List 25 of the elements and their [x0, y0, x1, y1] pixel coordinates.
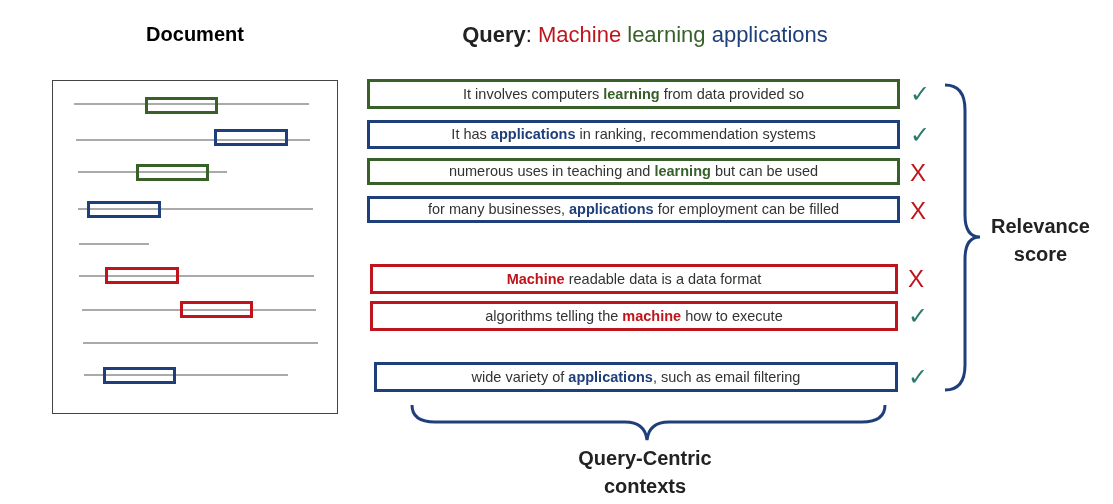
check-mark: ✓: [908, 365, 928, 389]
relevance-label: Relevance score: [990, 214, 1091, 267]
check-mark: ✓: [908, 304, 928, 328]
keyword-highlight: [105, 267, 179, 284]
contexts-label: Query-Centric contexts: [577, 446, 713, 499]
query-title: Query: Machine learning applications: [461, 22, 829, 48]
keyword-highlight: [145, 97, 218, 114]
document-heading: Document: [145, 23, 245, 46]
keyword-highlight: [180, 301, 253, 318]
cross-mark: X: [910, 161, 926, 185]
context-passage: for many businesses, applications for employment can be filled: [367, 196, 900, 223]
context-passage: algorithms telling the machine how to execute: [370, 301, 898, 331]
keyword-highlight: [136, 164, 209, 181]
cross-mark: X: [908, 267, 924, 291]
cross-mark: X: [910, 199, 926, 223]
keyword-highlight: [87, 201, 161, 218]
context-passage: It involves computers learning from data provided so: [367, 79, 900, 109]
context-passage: Machine readable data is a data format: [370, 264, 898, 294]
context-passage: numerous uses in teaching and learning but can be used: [367, 158, 900, 185]
context-passage: wide variety of applications, such as email filtering: [374, 362, 898, 392]
context-passage: It has applications in ranking, recommendation systems: [367, 120, 900, 149]
keyword-highlight: [103, 367, 176, 384]
keyword-highlight: [214, 129, 288, 146]
check-mark: ✓: [910, 123, 930, 147]
check-mark: ✓: [910, 82, 930, 106]
